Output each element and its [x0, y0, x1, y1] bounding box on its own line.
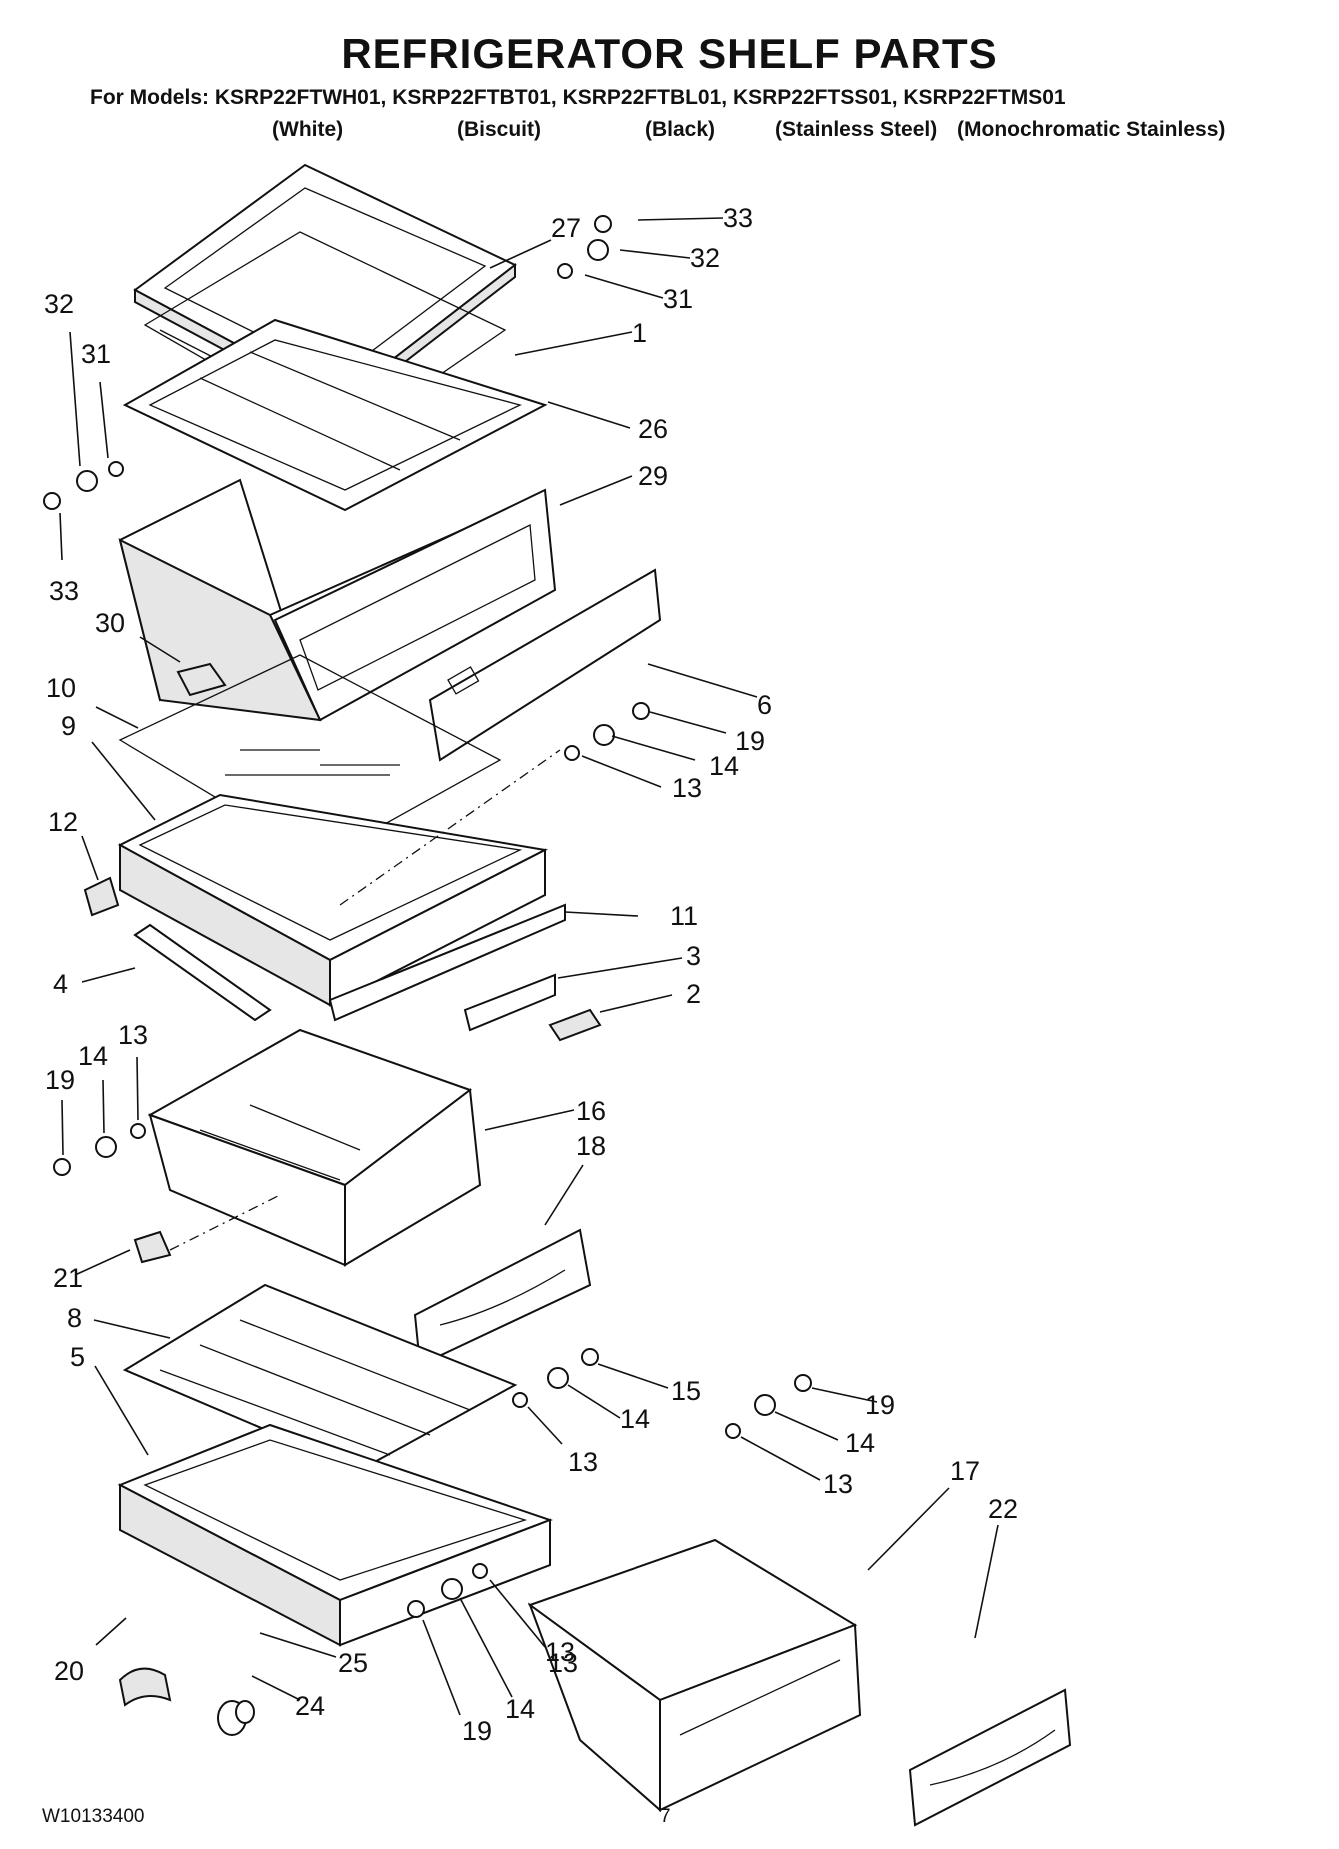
callout-14-right: 14	[845, 1428, 875, 1458]
callout-33: 33	[723, 203, 753, 233]
models-line: For Models: KSRP22FTWH01, KSRP22FTBT01, …	[90, 86, 1066, 109]
trim-11	[328, 903, 566, 1022]
pan-29	[118, 478, 557, 722]
variant-biscuit: (Biscuit)	[457, 118, 541, 141]
clip-2	[548, 1008, 602, 1042]
callout-19-bottom: 19	[462, 1716, 492, 1746]
page-number: 7	[660, 1806, 671, 1827]
callout-32-left: 32	[44, 289, 74, 319]
variant-white: (White)	[272, 118, 344, 141]
callout-27: 27	[551, 213, 581, 243]
callout-14: 14	[709, 751, 739, 781]
callout-16: 16	[576, 1096, 606, 1126]
callout-21: 21	[53, 1263, 83, 1293]
callout-13-right: 13	[823, 1469, 853, 1499]
callout-14-bottom: 14	[505, 1694, 535, 1724]
shelf-frame-9	[117, 749, 561, 1007]
callout-14-left: 14	[78, 1041, 108, 1071]
callout-17: 17	[950, 1456, 980, 1486]
variant-black: (Black)	[645, 118, 716, 141]
callout-9: 9	[61, 711, 76, 741]
pan-16	[147, 1028, 482, 1267]
callout-13-bottom: 13	[545, 1637, 575, 1667]
callout-25: 25	[338, 1648, 368, 1678]
hardware	[43, 215, 812, 1618]
callout-13-lower: 13	[548, 1648, 578, 1678]
callout-1: 1	[632, 318, 647, 348]
callout-18: 18	[576, 1131, 606, 1161]
leader-lines	[59, 217, 999, 1716]
callout-4: 4	[53, 969, 68, 999]
callout-19: 19	[735, 726, 765, 756]
clip-21	[133, 1230, 172, 1264]
callout-32: 32	[690, 243, 720, 273]
callout-31: 31	[663, 284, 693, 314]
document-number: W10133400	[42, 1806, 145, 1827]
callout-13: 13	[672, 773, 702, 803]
callout-5: 5	[70, 1342, 85, 1372]
callout-13-mid: 13	[568, 1447, 598, 1477]
pan-17	[527, 1538, 862, 1813]
knob-24	[217, 1700, 255, 1736]
cover-6	[428, 568, 662, 762]
callout-10: 10	[46, 673, 76, 703]
callout-24: 24	[295, 1691, 325, 1721]
variant-monochromatic-stainless: (Monochromatic Stainless)	[957, 118, 1226, 141]
callout-12: 12	[48, 807, 78, 837]
shelf-frame-5	[117, 1423, 553, 1647]
crisper-cover-26	[122, 318, 548, 512]
drawer-front-18	[413, 1228, 592, 1367]
callout-33-left: 33	[49, 576, 79, 606]
callout-11: 11	[670, 901, 698, 931]
callout-29: 29	[638, 461, 668, 491]
page-title: REFRIGERATOR SHELF PARTS	[341, 30, 998, 77]
clip-30	[176, 662, 227, 697]
clip-20	[118, 1667, 172, 1707]
callout-14-mid: 14	[620, 1404, 650, 1434]
callout-3: 3	[686, 941, 701, 971]
callout-20: 20	[54, 1656, 84, 1686]
callout-6: 6	[757, 690, 772, 720]
callout-8: 8	[67, 1303, 82, 1333]
callout-22: 22	[988, 1494, 1018, 1524]
callout-2: 2	[686, 979, 701, 1009]
callout-19-right: 19	[865, 1390, 895, 1420]
callout-19-left: 19	[45, 1065, 75, 1095]
variant-stainless-steel: (Stainless Steel)	[775, 118, 938, 141]
callout-26: 26	[638, 414, 668, 444]
callout-13-left: 13	[118, 1020, 148, 1050]
callout-31-left: 31	[81, 339, 111, 369]
callout-15: 15	[671, 1376, 701, 1406]
rail-4	[133, 923, 272, 1022]
bracket-3	[463, 973, 556, 1032]
end-cap-12	[83, 876, 120, 917]
callout-labels: 33 32 27 31 1 32 31 26 29 33 30 6 10 9 1…	[44, 203, 1018, 1746]
drawer-front-22	[908, 1688, 1072, 1827]
callout-30: 30	[95, 608, 125, 638]
